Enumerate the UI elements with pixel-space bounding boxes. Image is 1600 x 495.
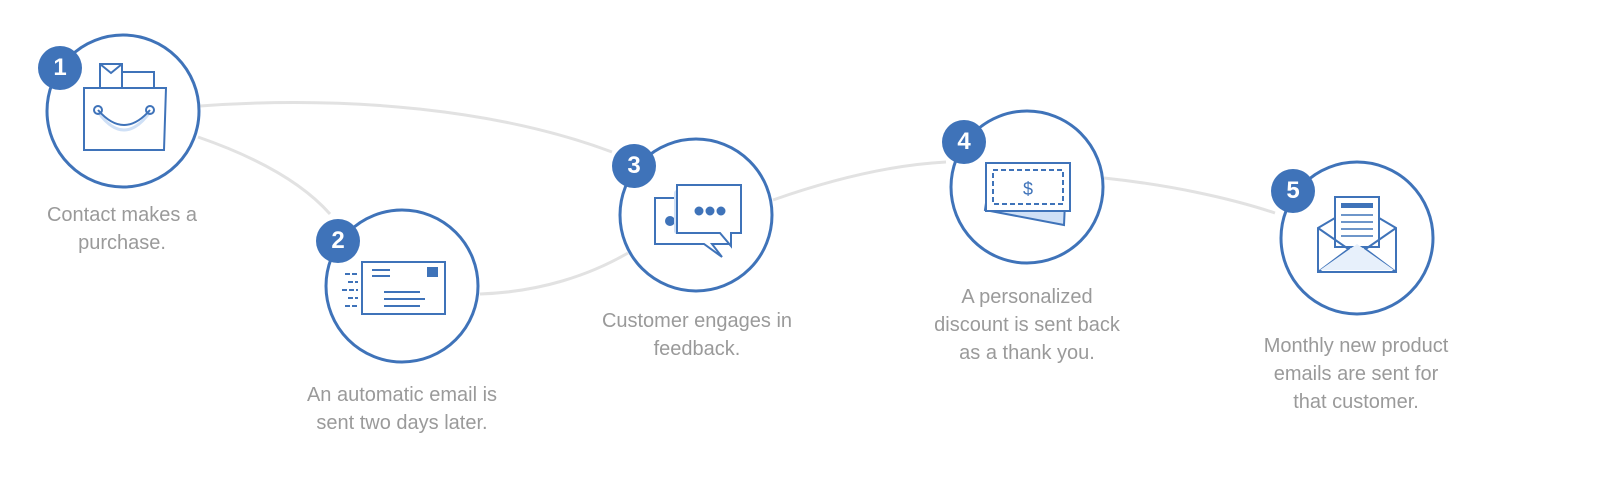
connector-2-3: [479, 251, 629, 296]
caption-line: emails are sent for: [1273, 363, 1439, 385]
step-5-caption: Monthly new product emails are sent for …: [1226, 332, 1486, 416]
connector-3-4: [772, 160, 947, 202]
dollar-bills-icon: $: [983, 162, 1071, 227]
step-2-caption: An automatic email is sent two days late…: [272, 381, 532, 437]
connectors: [197, 101, 1276, 296]
step-4-caption: A personalized discount is sent back as …: [897, 283, 1157, 367]
caption-line: An automatic email is: [306, 384, 498, 406]
step-3-caption: Customer engages in feedback.: [567, 307, 827, 363]
envelope-sending-icon: [342, 261, 446, 315]
step-1-caption: Contact makes a purchase.: [0, 201, 252, 257]
connector-1-2: [197, 135, 332, 215]
caption-line: purchase.: [78, 232, 166, 254]
step-5-badge: 5: [1271, 169, 1315, 213]
connector-4-5: [1103, 176, 1276, 215]
caption-line: Contact makes a: [46, 204, 198, 226]
caption-line: discount is sent back: [934, 314, 1120, 336]
caption-line: Monthly new product: [1263, 335, 1449, 357]
caption-line: Customer engages in: [601, 310, 793, 332]
caption-line: as a thank you.: [959, 342, 1095, 364]
caption-line: feedback.: [653, 338, 741, 360]
shopping-bag-icon: [83, 63, 168, 151]
chat-bubbles-icon: [654, 184, 742, 258]
step-4-badge: 4: [942, 120, 986, 164]
svg-text:$: $: [1023, 179, 1033, 199]
step-1-badge: 1: [38, 46, 82, 90]
caption-line: A personalized: [961, 286, 1093, 308]
step-2-badge: 2: [316, 219, 360, 263]
connector-1-3: [199, 101, 613, 154]
step-3-badge: 3: [612, 144, 656, 188]
open-envelope-newsletter-icon: [1317, 196, 1397, 273]
caption-line: sent two days later.: [316, 412, 488, 434]
caption-line: that customer.: [1293, 391, 1419, 413]
